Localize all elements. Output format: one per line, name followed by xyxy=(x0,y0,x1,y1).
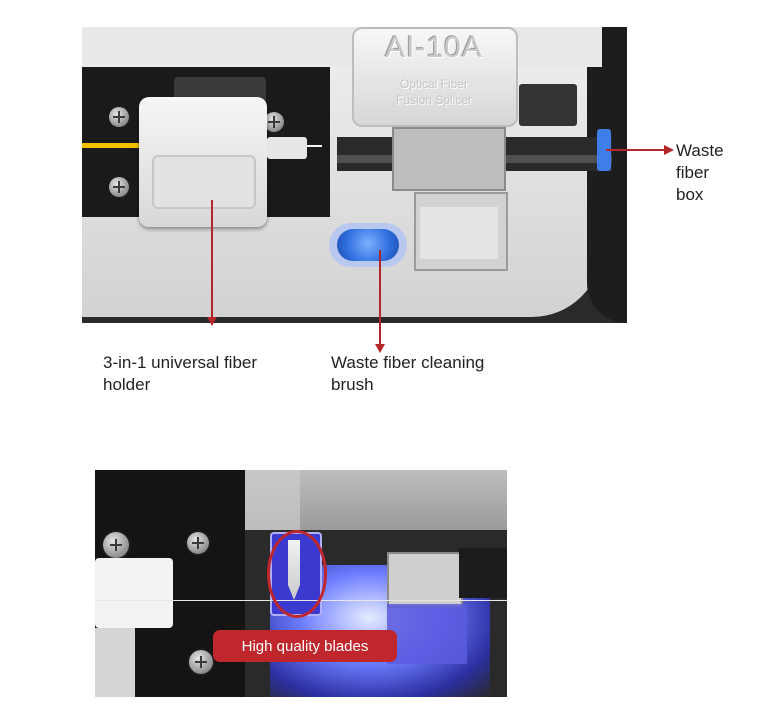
waste-fiber-box-label: Waste fiber box xyxy=(676,141,724,204)
holder-latch xyxy=(267,137,307,159)
brush-arrow-icon xyxy=(375,344,385,353)
holder-press-pad xyxy=(152,155,256,209)
model-caption-line1: Optical Fiber xyxy=(399,77,469,91)
blue-reflection xyxy=(387,604,467,664)
screw-icon xyxy=(189,650,213,674)
yellow-fiber xyxy=(82,143,162,148)
screw-icon xyxy=(187,532,209,554)
screw-icon xyxy=(264,112,284,132)
splicer-top-photo: AI-10A Optical Fiber Fusion Splicer xyxy=(82,27,627,323)
high-quality-blades-badge: High quality blades xyxy=(213,630,397,662)
blade-highlight-ellipse xyxy=(267,530,327,618)
top-cover xyxy=(82,27,602,67)
anvil-block xyxy=(387,552,463,608)
cleaning-brush-label: Waste fiber cleaning brush xyxy=(331,353,485,394)
waste-box-arrow-icon xyxy=(664,145,674,155)
cleaning-brush[interactable] xyxy=(337,229,399,261)
right-rail xyxy=(459,548,507,598)
holder-leader-line xyxy=(211,200,213,318)
display-window xyxy=(519,84,577,126)
holder-clamp xyxy=(95,558,173,628)
screw-icon xyxy=(109,177,129,197)
waste-fiber-box[interactable] xyxy=(597,129,611,171)
cleaver-module xyxy=(352,27,518,127)
anvil-face xyxy=(420,207,498,259)
fiber-holder-label: 3-in-1 universal fiber holder xyxy=(103,353,258,394)
splicer-rim xyxy=(587,27,627,323)
screw-icon xyxy=(103,532,129,558)
blade-closeup-photo: High quality blades xyxy=(95,470,507,697)
cleaver-block xyxy=(392,127,506,191)
top-cover-plate xyxy=(300,470,507,533)
screw-icon xyxy=(109,107,129,127)
holder-base xyxy=(95,628,135,697)
model-caption-line2: Fusion Splicer xyxy=(395,93,473,107)
brush-leader-line xyxy=(379,250,381,345)
waste-box-leader-line xyxy=(606,149,664,151)
model-name: AI-10A xyxy=(385,31,483,64)
holder-arrow-icon xyxy=(207,317,217,326)
